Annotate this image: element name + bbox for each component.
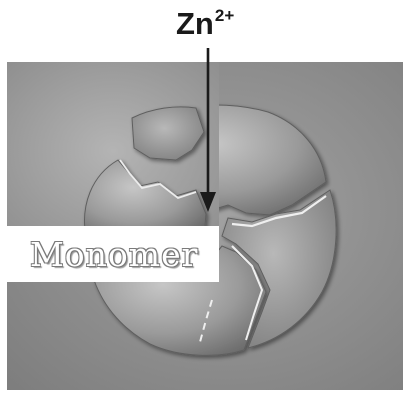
- monomer-label: Monomer: [30, 238, 198, 271]
- zinc-ion-charge: 2+: [215, 6, 234, 25]
- zinc-ion-symbol: Zn: [176, 6, 214, 41]
- zinc-ion-label: Zn2+: [176, 8, 234, 39]
